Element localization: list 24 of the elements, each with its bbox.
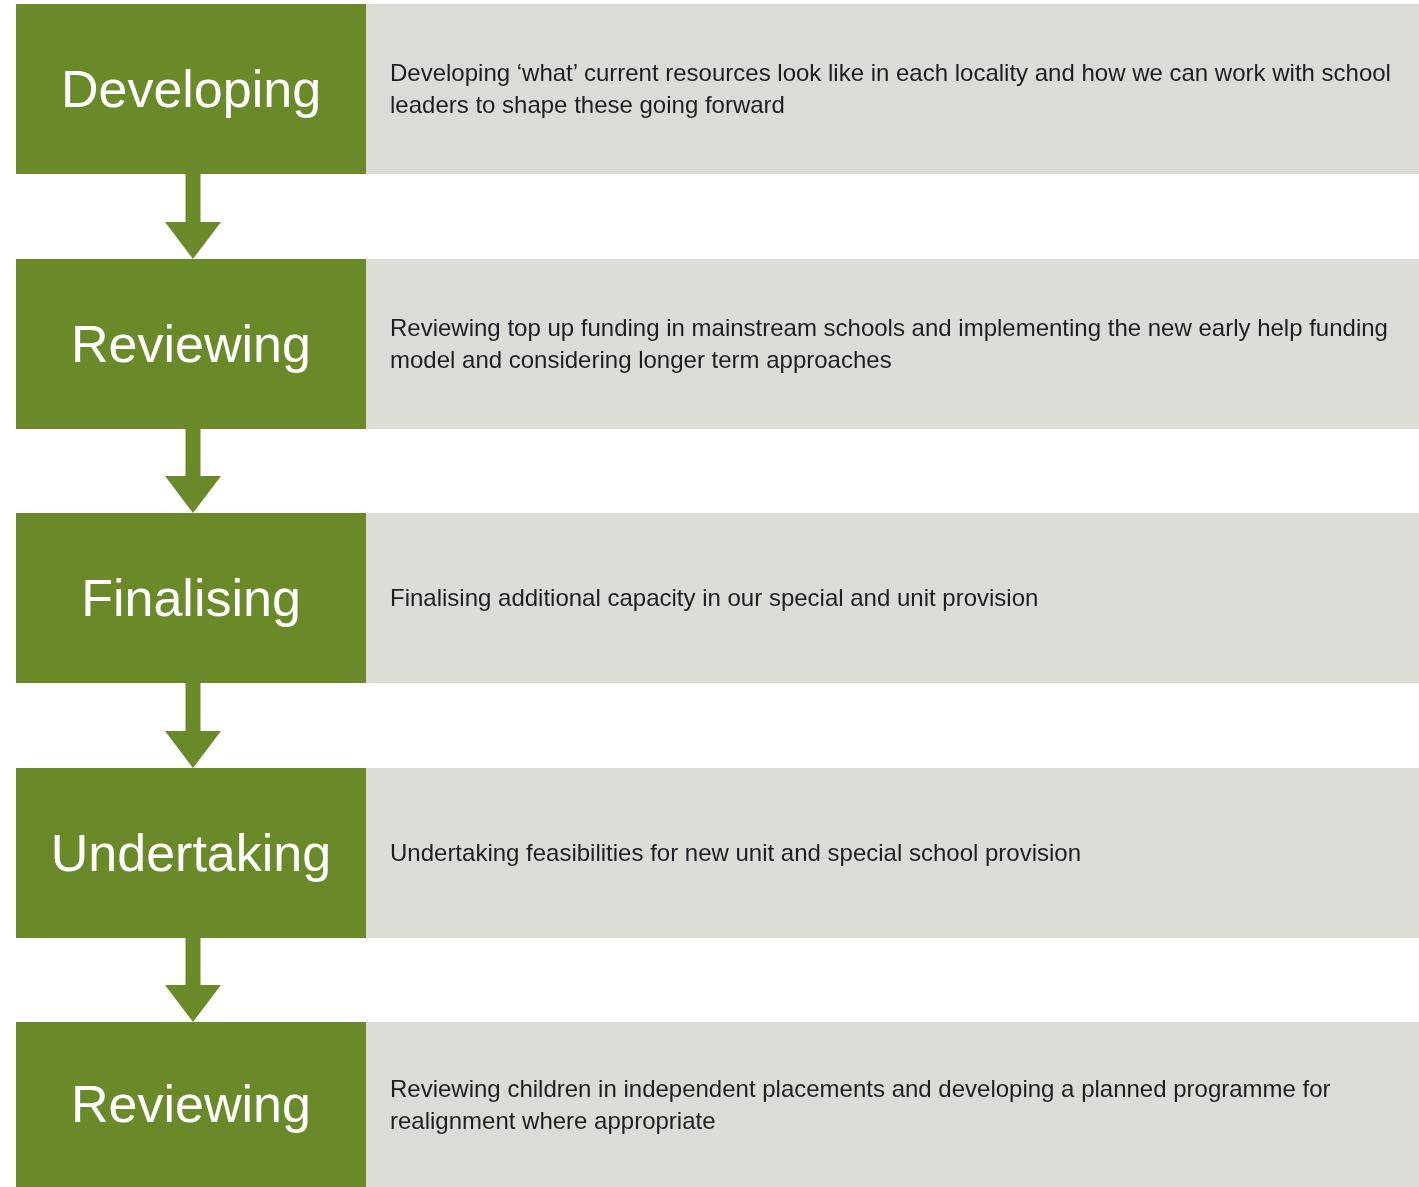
- down-arrow: [165, 174, 221, 259]
- stage-title: Undertaking: [50, 822, 332, 884]
- description-text: Developing ‘what’ current resources look like in each locality and how we can work with school leaders to shape these going forward: [390, 58, 1392, 120]
- description-text: Undertaking feasibilities for new unit and special school provision: [390, 838, 1082, 868]
- description-panel: [366, 259, 1419, 429]
- description-text: Reviewing top up funding in mainstream schools and implementing the new early help funding model and considering longer term approaches: [390, 313, 1389, 375]
- description-panel: [366, 4, 1419, 174]
- down-arrow: [165, 683, 221, 768]
- stage-box: [16, 4, 366, 174]
- description-panel: [366, 768, 1419, 938]
- stage-box: [16, 768, 366, 938]
- description-text: Finalising additional capacity in our special and unit provision: [390, 583, 1039, 613]
- stage-title: Reviewing: [71, 1074, 311, 1135]
- stage-box: [16, 259, 366, 429]
- stage-box: [16, 1022, 366, 1187]
- description-text: Reviewing children in independent placements and developing a planned programme for realignment where appropriate: [390, 1073, 1332, 1136]
- down-arrow: [165, 429, 221, 513]
- stage-box: [16, 513, 366, 683]
- stage-title: Reviewing: [71, 313, 311, 375]
- description-panel: [366, 1022, 1419, 1187]
- stage-title: Developing: [60, 58, 322, 120]
- down-arrow: [165, 938, 221, 1022]
- description-panel: [366, 513, 1419, 683]
- stage-title: Finalising: [81, 567, 301, 629]
